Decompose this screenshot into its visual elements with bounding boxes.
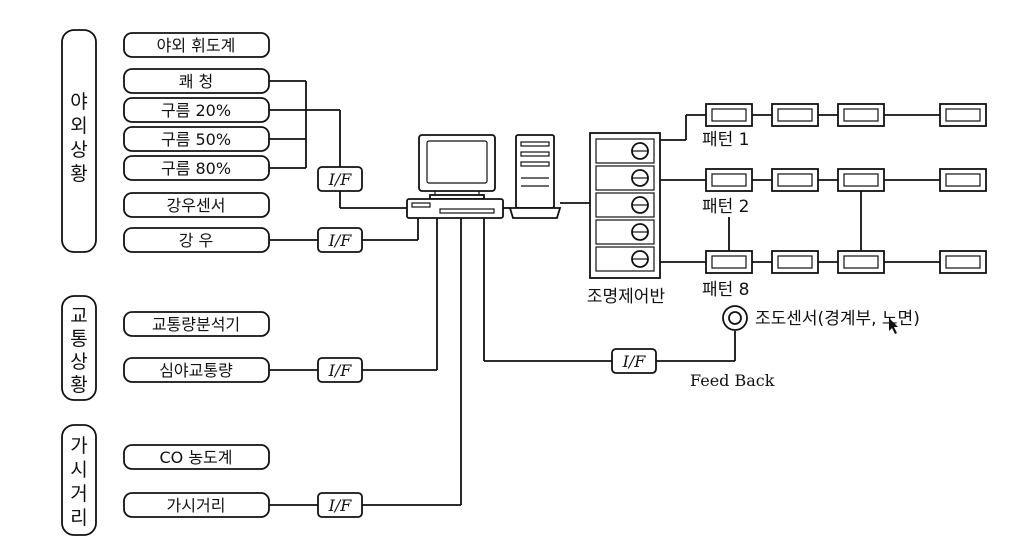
group-visibility-char-3: 거 bbox=[70, 483, 87, 505]
luminaire-icon bbox=[939, 103, 987, 127]
group-traffic-char-2: 통 bbox=[70, 328, 87, 350]
svg-text:I/F: I/F bbox=[328, 361, 353, 380]
interface-box-traffic: I/F bbox=[317, 357, 363, 383]
illuminance-sensor-label: 조도센서(경계부, 노면) bbox=[755, 309, 920, 329]
luminaire-icon bbox=[837, 168, 885, 192]
svg-text:구름 20%: 구름 20% bbox=[161, 101, 231, 120]
luminaire-icon bbox=[837, 103, 885, 127]
sensor-rain-sensor: 강우센서 bbox=[123, 192, 270, 218]
interface-box-weather: I/F bbox=[317, 166, 363, 192]
luminaire-icon bbox=[939, 250, 987, 274]
cursor-icon bbox=[889, 318, 898, 334]
luminaire-icon bbox=[837, 250, 885, 274]
group-outdoor-char-3: 상 bbox=[70, 139, 87, 161]
group-outdoor-char-2: 외 bbox=[70, 115, 87, 137]
group-visibility-char-1: 가 bbox=[70, 435, 87, 457]
svg-text:교통량분석기: 교통량분석기 bbox=[152, 315, 240, 334]
sensor-rain: 강 우 bbox=[123, 227, 270, 253]
group-visibility-char-2: 시 bbox=[70, 459, 87, 481]
luminaire-icon bbox=[705, 103, 753, 127]
svg-text:I/F: I/F bbox=[622, 352, 647, 371]
pattern-row-8: 패턴 8 bbox=[660, 250, 987, 300]
svg-text:강우센서: 강우센서 bbox=[167, 196, 226, 215]
group-outdoor: 야 외 상 황 bbox=[61, 29, 97, 253]
group-visibility-char-4: 리 bbox=[70, 507, 87, 529]
interface-box-feedback: I/F bbox=[611, 348, 657, 374]
interface-box-rain: I/F bbox=[317, 227, 363, 253]
pattern-row-1: 패턴 1 bbox=[660, 103, 987, 150]
group-visibility: 가 시 거 리 bbox=[61, 424, 97, 536]
pattern-row-2: 패턴 2 bbox=[660, 168, 987, 217]
sensor-visibility: 가시거리 bbox=[123, 492, 270, 518]
feedback-label: Feed Back bbox=[690, 371, 775, 390]
connection-lines bbox=[269, 80, 736, 506]
svg-text:가시거리: 가시거리 bbox=[167, 496, 226, 515]
sensor-cloud-50: 구름 50% bbox=[123, 126, 270, 152]
sensor-luminance-meter: 야외 휘도계 bbox=[123, 32, 270, 58]
group-traffic-char-3: 상 bbox=[70, 351, 87, 373]
luminaire-icon bbox=[771, 250, 819, 274]
luminaire-icon bbox=[771, 103, 819, 127]
svg-text:I/F: I/F bbox=[328, 496, 353, 515]
luminaire-icon bbox=[939, 168, 987, 192]
sensor-traffic-analyzer: 교통량분석기 bbox=[123, 311, 270, 337]
group-outdoor-char-1: 야 bbox=[70, 91, 87, 113]
svg-text:I/F: I/F bbox=[328, 170, 353, 189]
luminaire-icon bbox=[705, 168, 753, 192]
computer-icon bbox=[406, 134, 504, 219]
illuminance-sensor: 조도센서(경계부, 노면) bbox=[722, 305, 920, 331]
sensor-co-meter: CO 농도계 bbox=[123, 444, 270, 470]
svg-text:심야교통량: 심야교통량 bbox=[159, 361, 233, 380]
sensor-clear: 쾌 청 bbox=[123, 68, 270, 94]
lighting-control-panel: 조명제어반 bbox=[587, 132, 666, 307]
pattern-cross-links bbox=[728, 191, 862, 251]
group-traffic: 교 통 상 황 bbox=[61, 295, 97, 401]
svg-text:I/F: I/F bbox=[328, 231, 353, 250]
svg-text:구름 50%: 구름 50% bbox=[161, 130, 231, 149]
group-traffic-char-1: 교 bbox=[70, 305, 87, 327]
sensor-night-traffic: 심야교통량 bbox=[123, 357, 270, 383]
interface-box-visibility: I/F bbox=[317, 492, 363, 518]
svg-text:구름 80%: 구름 80% bbox=[161, 159, 231, 178]
svg-text:쾌 청: 쾌 청 bbox=[179, 72, 214, 91]
group-traffic-char-4: 황 bbox=[70, 374, 87, 396]
pattern-2-label: 패턴 2 bbox=[702, 197, 750, 217]
svg-text:강 우: 강 우 bbox=[179, 231, 214, 250]
svg-text:CO 농도계: CO 농도계 bbox=[159, 448, 232, 467]
sensor-cloud-80: 구름 80% bbox=[123, 155, 270, 181]
tower-pc-icon bbox=[508, 134, 562, 219]
luminaire-icon bbox=[771, 168, 819, 192]
svg-text:야외 휘도계: 야외 휘도계 bbox=[157, 36, 236, 55]
lighting-panel-label: 조명제어반 bbox=[587, 287, 666, 307]
sensor-cloud-20: 구름 20% bbox=[123, 97, 270, 123]
pattern-8-label: 패턴 8 bbox=[702, 280, 750, 300]
group-outdoor-char-4: 황 bbox=[70, 163, 87, 185]
pattern-1-label: 패턴 1 bbox=[702, 130, 750, 150]
luminaire-icon bbox=[705, 250, 753, 274]
